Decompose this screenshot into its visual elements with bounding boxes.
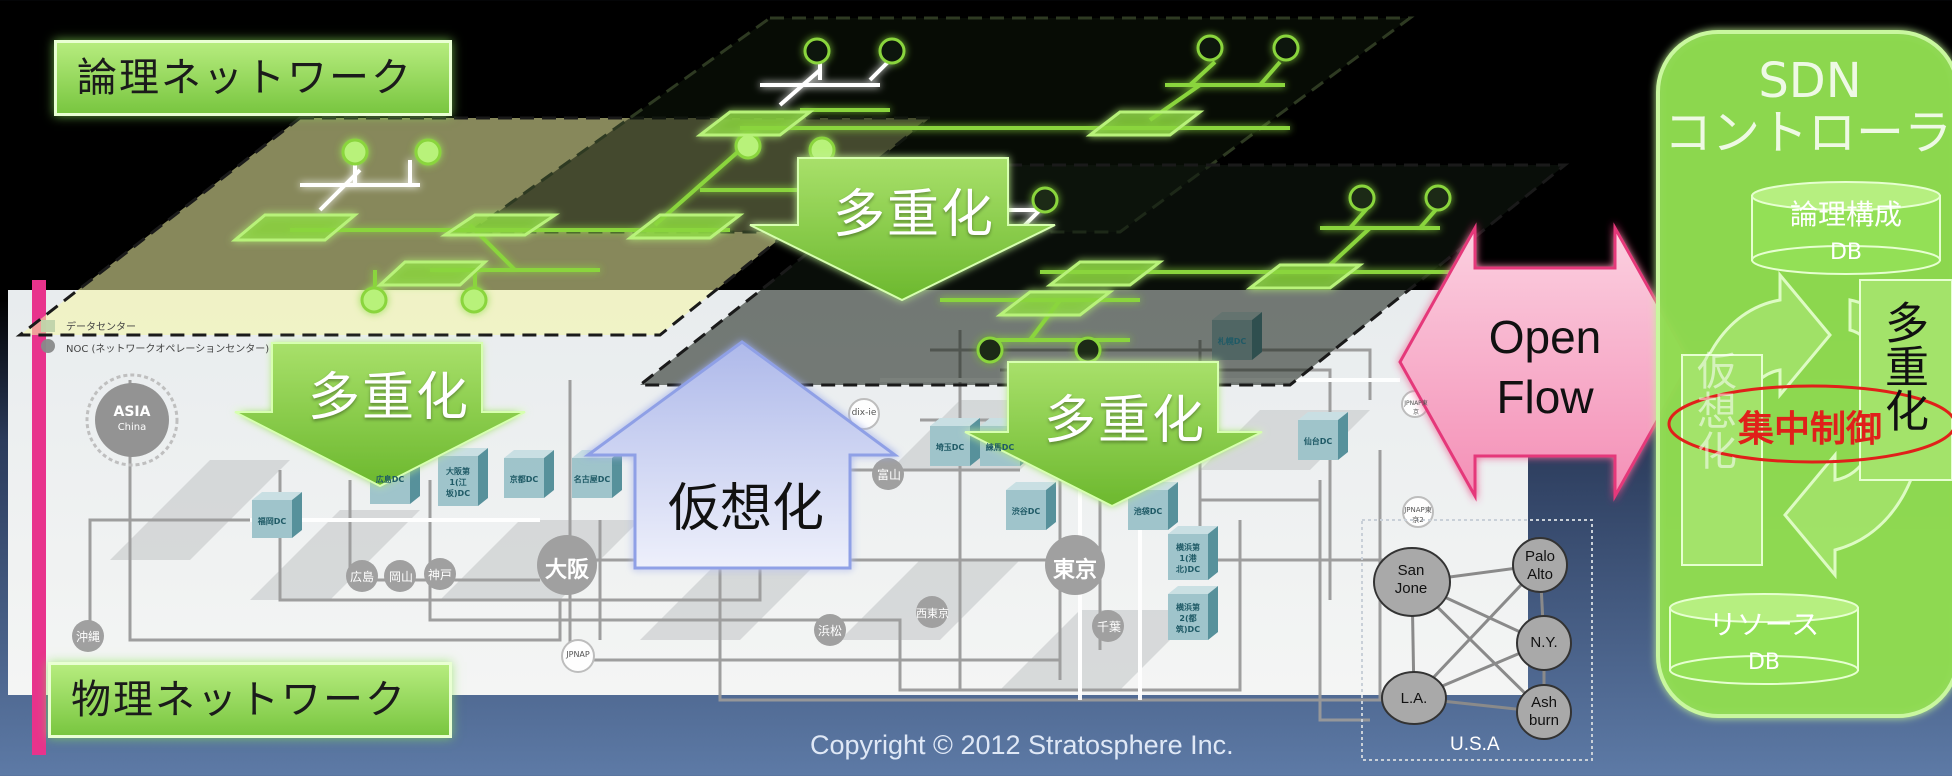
- central-control-label: 集中制御: [1738, 409, 1883, 450]
- dc-nerima: 練馬DC: [985, 443, 1015, 452]
- usa-node-paloalto: Palo Alto: [1524, 548, 1556, 583]
- multiplex-arrow-left-shape: [234, 342, 526, 488]
- dc-yokohama1: 横浜第1(港北)DC: [1175, 543, 1201, 574]
- multiplex-left-label: 多重化: [308, 368, 471, 428]
- tokyo-label: 東京: [1053, 558, 1098, 583]
- legend-noc: NOC (ネットワークオペレーションセンター): [66, 344, 270, 355]
- sdn-panel: [1656, 30, 1952, 718]
- virtualize-label: 仮想化: [668, 479, 825, 539]
- sdn-title-line1: SDN: [1758, 53, 1862, 109]
- usa-node-sanjose: San Jone: [1394, 562, 1428, 597]
- logic-db-label-line1: 論理構成: [1789, 198, 1902, 231]
- ix-jpnap-tokyo2: JPNAP東京2: [1404, 506, 1432, 524]
- dc-hiroshima: 広島DC: [375, 475, 405, 484]
- dc-kyoto: 京都DC: [509, 475, 539, 484]
- multiplex-top-label: 多重化: [833, 185, 996, 245]
- dc-osaka1: 大阪第1(江坂)DC: [445, 467, 471, 498]
- physical-network-label: 物理ネットワーク: [48, 662, 452, 738]
- dc-saitama: 埼玉DC: [935, 443, 965, 452]
- china-label: China: [117, 422, 147, 433]
- copyright: Copyright © 2012 Stratosphere Inc.: [810, 730, 1234, 760]
- usa-network: [1361, 519, 1593, 761]
- city-okayama: 岡山: [389, 570, 414, 584]
- openflow-label-line2: Flow: [1496, 371, 1594, 423]
- resource-db-label-line2: DB: [1747, 650, 1781, 675]
- city-toyama: 富山: [877, 468, 902, 482]
- resource-db-label-line1: リソース: [1708, 608, 1820, 641]
- logical-network-label: 論理ネットワーク: [54, 40, 452, 116]
- dc-sendai: 仙台DC: [1303, 437, 1333, 446]
- sdn-virtualize-vertical: 仮想化: [1690, 350, 1736, 470]
- dc-ikebukuro: 池袋DC: [1133, 507, 1163, 516]
- usa-node-ashburn: Ash burn: [1528, 694, 1560, 729]
- city-hiroshima: 広島: [350, 570, 375, 584]
- left-accent-bar: [32, 280, 46, 755]
- logical-graph: [230, 34, 1460, 364]
- multiplex-arrow-right-shape: [964, 361, 1263, 508]
- virtualize-arrow-shape: [583, 340, 900, 570]
- usa-node-la: L.A.: [1400, 690, 1428, 707]
- multiplex-right-label: 多重化: [1044, 391, 1207, 451]
- city-nishitokyo: 西東京: [916, 607, 949, 620]
- ix-jpnap-tokyo: JPNAP東京: [1404, 400, 1428, 416]
- dc-fukuoka: 福岡DC: [257, 517, 287, 526]
- logic-db-label-line2: DB: [1829, 240, 1863, 265]
- legend-datacenter: データセンター: [66, 322, 136, 333]
- city-hamamatsu: 浜松: [818, 624, 843, 638]
- city-kobe: 神戸: [428, 568, 453, 582]
- sdn-multiplex-vertical: 多重化: [1877, 300, 1928, 432]
- usa-node-ny: N.Y.: [1530, 634, 1558, 651]
- city-okinawa: 沖縄: [76, 630, 101, 644]
- ix-dixie: dix-ie: [851, 408, 877, 418]
- city-chiba: 千葉: [1097, 620, 1122, 634]
- dc-yokohama2: 横浜第2(都筑)DC: [1175, 603, 1201, 634]
- ix-jpnap: JPNAP: [566, 650, 590, 659]
- dc-sapporo: 札幌DC: [1217, 337, 1247, 346]
- openflow-label-line1: Open: [1488, 311, 1602, 363]
- dc-nagoya: 名古屋DC: [573, 475, 611, 484]
- multiplex-arrow-top-shape: [749, 157, 1056, 302]
- dc-shibuya: 渋谷DC: [1011, 507, 1041, 516]
- asia-label: ASIA: [113, 404, 151, 420]
- usa-label: U.S.A: [1450, 734, 1500, 755]
- osaka-label: 大阪: [545, 558, 590, 583]
- sdn-title-line2: コントローラ: [1664, 105, 1952, 161]
